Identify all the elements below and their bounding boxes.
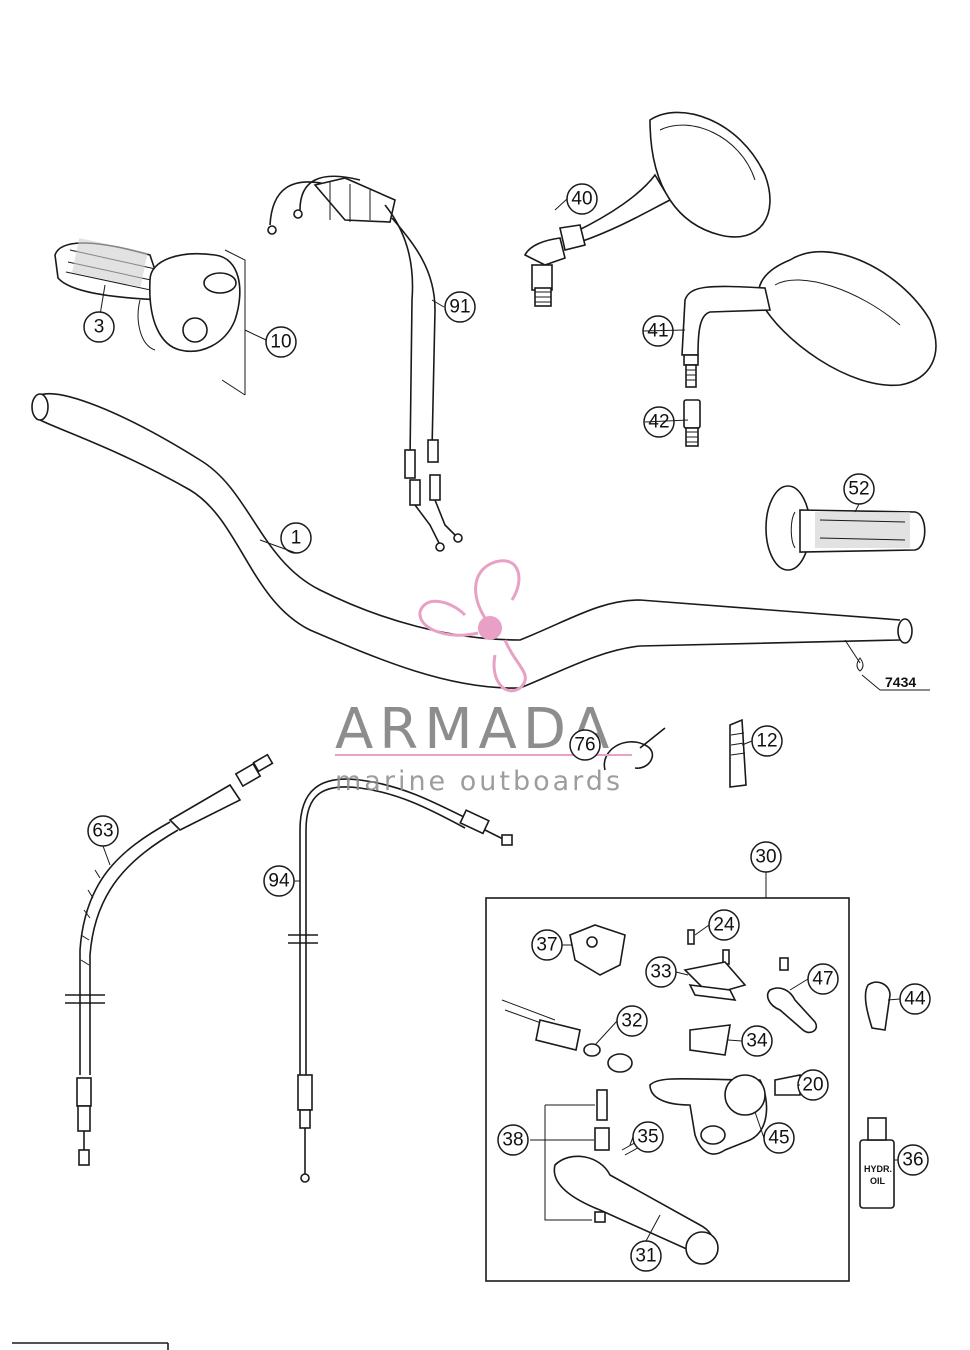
callout-45-label: 45 [768, 1128, 789, 1149]
callout-40-label: 40 [571, 189, 592, 210]
propeller-icon [418, 559, 527, 693]
leader-lines [102, 198, 901, 1242]
callout-38-label: 38 [502, 1130, 523, 1151]
callout-1-label: 1 [291, 528, 302, 549]
oil-bottle-label-line1: HYDR. [864, 1164, 892, 1174]
throttle-grip-assembly [54, 238, 267, 396]
mirror-round [523, 111, 771, 307]
callout-31-label: 31 [635, 1246, 656, 1267]
callout-40: 40 [566, 183, 598, 215]
callout-3: 3 [83, 311, 115, 343]
callout-35: 35 [632, 1121, 664, 1153]
callout-63: 63 [87, 815, 119, 847]
callout-47-label: 47 [812, 969, 833, 990]
callout-36-label: 36 [902, 1150, 923, 1171]
callout-24-label: 24 [713, 915, 735, 936]
callout-24: 24 [708, 909, 740, 941]
callout-34: 34 [741, 1025, 773, 1057]
callout-36: 36 [897, 1144, 929, 1176]
callout-94: 94 [263, 865, 295, 897]
handlebar-grip [765, 485, 926, 571]
clutch-cable [65, 753, 274, 1166]
callout-34-label: 34 [746, 1031, 768, 1052]
oil-bottle-label-line2: OIL [870, 1176, 886, 1186]
callout-12-label: 12 [756, 731, 777, 752]
callout-33: 33 [645, 956, 677, 988]
callout-37-label: 37 [536, 935, 557, 956]
callout-76: 76 [569, 729, 601, 761]
callout-33-label: 33 [650, 962, 671, 983]
footer-code-box [12, 1342, 169, 1350]
callout-63-label: 63 [92, 821, 113, 842]
logo-name: ARMADA [335, 697, 615, 762]
callout-42-label: 42 [648, 412, 669, 433]
callout-30: 30 [750, 841, 782, 873]
callout-30-label: 30 [755, 847, 776, 868]
callout-35-label: 35 [637, 1127, 658, 1148]
callout-94-label: 94 [268, 871, 290, 892]
callout-38: 38 [497, 1124, 529, 1156]
callout-32-label: 32 [621, 1011, 642, 1032]
callout-20: 20 [797, 1069, 829, 1101]
callout-10-label: 10 [270, 332, 291, 353]
callout-45: 45 [763, 1122, 795, 1154]
throttle-cable-set [267, 175, 463, 552]
logo-tagline: marine outboards [335, 766, 623, 797]
callout-3-label: 3 [94, 317, 105, 338]
callout-37: 37 [531, 929, 563, 961]
mirror-oval [681, 250, 937, 447]
callout-20-label: 20 [802, 1075, 823, 1096]
callout-91-label: 91 [449, 297, 470, 318]
armada-logo-watermark: ARMADA marine outboards [335, 559, 632, 797]
callout-76-label: 76 [574, 735, 595, 756]
callout-1: 1 [280, 522, 312, 554]
callout-91: 91 [444, 291, 476, 323]
bar-end-plug [729, 718, 747, 788]
master-cylinder-kit: HYDR. OIL [485, 870, 895, 1282]
callout-52-label: 52 [848, 479, 869, 500]
handlebar: 7434 [31, 392, 930, 691]
callout-10: 10 [265, 326, 297, 358]
callout-44: 44 [899, 983, 931, 1015]
callout-47: 47 [807, 963, 839, 995]
control-cable [288, 778, 513, 1183]
reference-number-label: 7434 [885, 674, 916, 690]
callout-12: 12 [751, 725, 783, 757]
callout-52: 52 [843, 473, 875, 505]
callout-44-label: 44 [904, 989, 926, 1010]
callout-31: 31 [630, 1240, 662, 1272]
callout-32: 32 [616, 1005, 648, 1037]
callout-42: 42 [643, 406, 675, 438]
